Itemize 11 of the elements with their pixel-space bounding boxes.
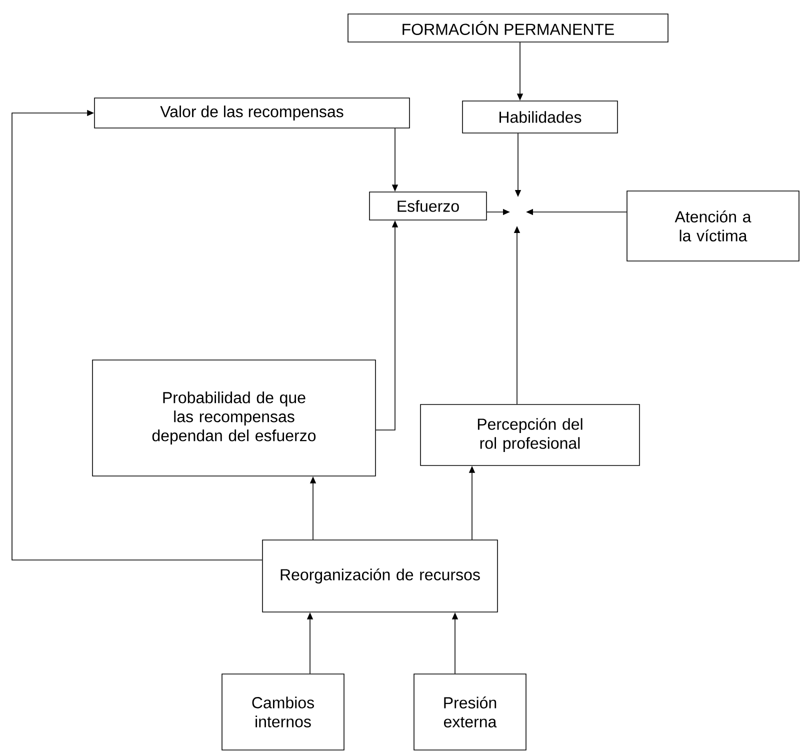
text-box: Habilidades — [462, 100, 618, 134]
arrow — [12, 110, 262, 560]
text-box: Presión externa — [414, 674, 526, 750]
text-box: Percepción del rol profesional — [420, 404, 640, 466]
text-box: Probabilidad de que las recompensas dependan del esfuerzo — [92, 360, 376, 476]
text-box: Cambios internos — [222, 674, 344, 750]
text-box: Reorganización de recursos — [262, 540, 498, 612]
text-box: Esfuerzo — [369, 192, 487, 220]
text-box: Valor de las recompensas — [94, 98, 410, 128]
text-box: FORMACIÓN PERMANENTE — [348, 14, 668, 42]
text-box: Atención a la víctima — [626, 190, 800, 262]
